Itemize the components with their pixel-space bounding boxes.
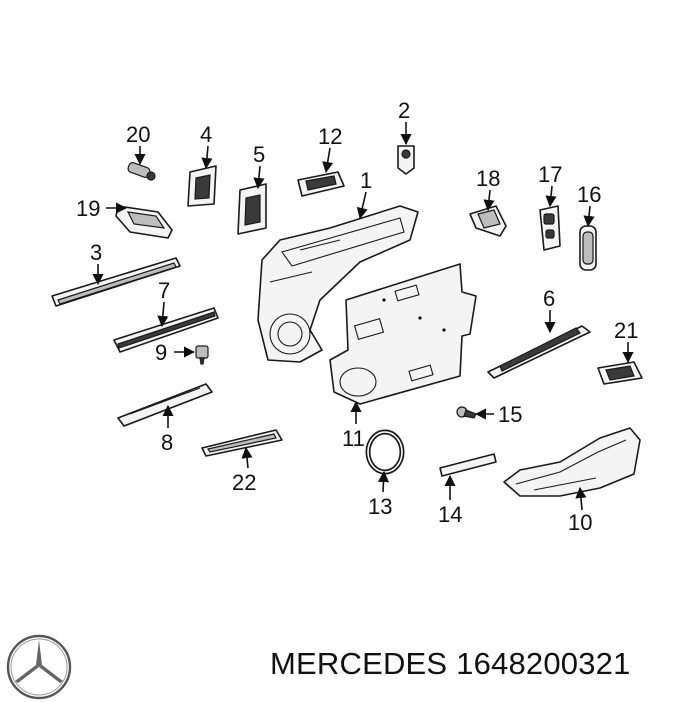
part-3 [51,257,181,307]
callout-10: 10 [568,510,592,535]
callout-8: 8 [161,430,173,455]
part-number: 1648200321 [456,646,631,681]
brand-part-number: MERCEDES 1648200321 [270,646,631,682]
callout-14: 14 [438,502,462,527]
part-17 [539,205,561,251]
callout-16: 16 [577,182,601,207]
callout-7: 7 [158,278,170,303]
part-16 [579,225,597,271]
part-14 [439,453,497,477]
part-11 [329,263,477,405]
callout-2: 2 [398,98,410,123]
callout-22: 22 [232,470,256,495]
callout-12: 12 [318,124,342,149]
callout-1: 1 [360,168,372,193]
part-22 [201,429,283,457]
callout-11: 11 [342,426,365,451]
callout-15: 15 [498,402,522,427]
part-10 [503,427,641,497]
callout-6: 6 [543,286,555,311]
callout-20: 20 [126,122,150,147]
part-2 [397,145,415,175]
callout-18: 18 [476,166,500,191]
mercedes-star-icon [6,634,72,700]
callout-5: 5 [253,142,265,167]
callout-13: 13 [368,494,392,519]
part-13 [365,429,405,475]
part-19 [115,205,173,239]
part-7 [113,307,219,353]
part-5 [237,183,267,235]
part-21 [597,361,643,385]
part-15 [456,406,477,419]
brand-name: MERCEDES [270,646,448,681]
part-6 [487,325,591,379]
part-9 [195,345,209,365]
part-20 [127,162,156,181]
part-12 [297,171,345,197]
callout-21: 21 [614,318,638,343]
callout-9: 9 [155,340,167,365]
callout-3: 3 [90,240,102,265]
part-18 [469,205,507,237]
callout-4: 4 [200,122,212,147]
part-8 [117,383,213,427]
callout-17: 17 [538,162,562,187]
part-4 [187,165,217,207]
part-1 [257,205,419,363]
callout-19: 19 [76,196,100,221]
